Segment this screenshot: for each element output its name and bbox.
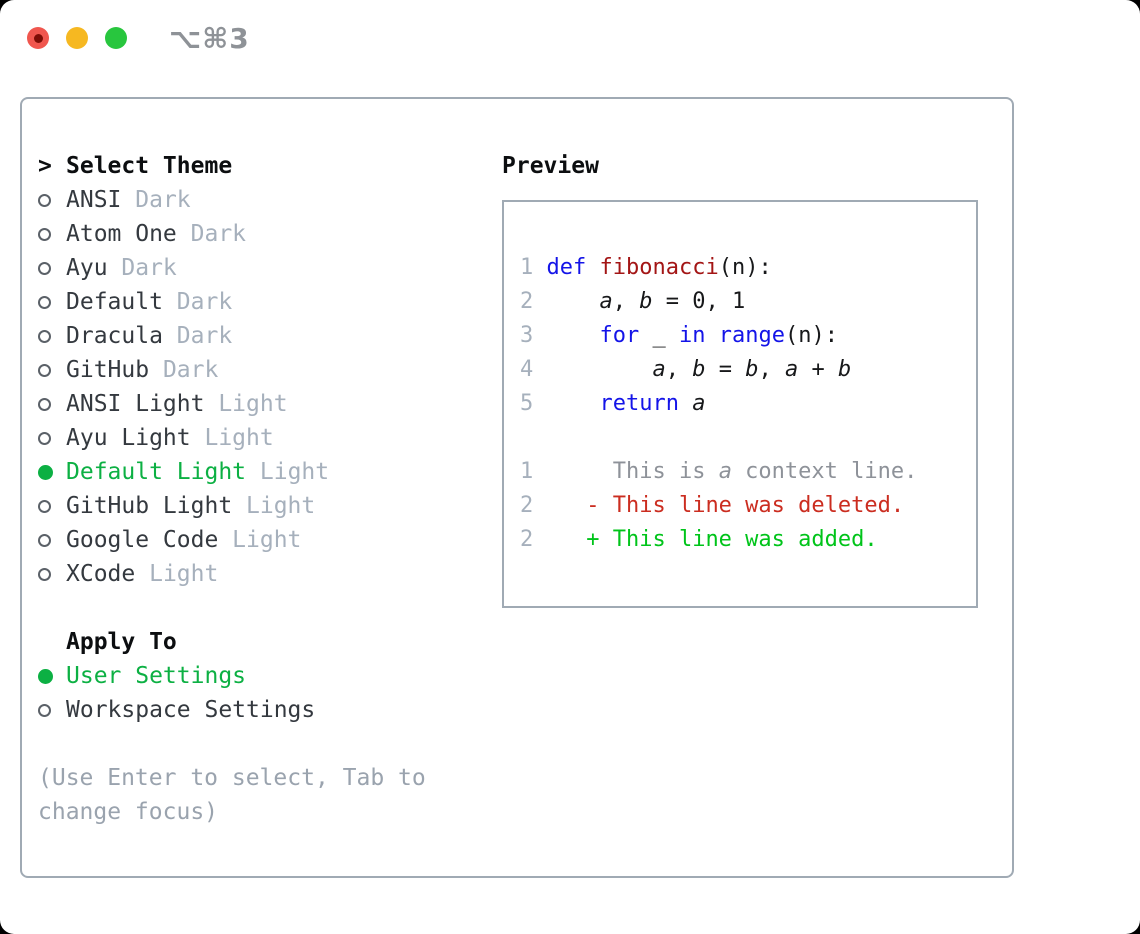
apply-to-title: Apply To (66, 629, 177, 655)
minimize-button[interactable] (66, 27, 88, 49)
radio-icon (38, 464, 53, 480)
option-label: Workspace Settings (66, 697, 316, 723)
option-label: Ayu Light (66, 425, 205, 451)
preview-line: 3 for _ in range(n): (520, 323, 838, 348)
apply-option-user-settings[interactable]: User Settings (38, 659, 478, 693)
radio-icon (38, 227, 51, 241)
option-label: User Settings (66, 663, 247, 689)
radio-icon (38, 567, 51, 581)
theme-option-dracula[interactable]: Dracula Dark (38, 319, 478, 353)
spacer (38, 591, 478, 625)
option-label: Google Code (66, 527, 233, 553)
hint-text: (Use Enter to select, Tab to change focu… (38, 765, 426, 825)
theme-option-xcode[interactable]: XCode Light (38, 557, 478, 591)
option-label: XCode (66, 561, 150, 587)
theme-selector-panel: > Select Theme ANSI Dark Atom One Dark A… (20, 97, 1014, 878)
theme-option-atom-one[interactable]: Atom One Dark (38, 217, 478, 251)
theme-option-default-light[interactable]: Default Light Light (38, 455, 478, 489)
option-label: GitHub Light (66, 493, 247, 519)
spacer (38, 727, 478, 761)
preview-line (520, 421, 976, 455)
option-tag: Dark (135, 187, 191, 213)
preview-line: 5 return a (520, 391, 706, 416)
theme-list-column: > Select Theme ANSI Dark Atom One Dark A… (38, 149, 478, 829)
preview-line: 2 a, b = 0, 1 (520, 289, 746, 314)
radio-icon (38, 533, 51, 547)
preview-line: 1 This is a context line. (520, 459, 918, 484)
radio-icon (38, 329, 51, 343)
radio-icon (38, 363, 51, 377)
preview-title: Preview (502, 153, 599, 179)
option-tag: Light (259, 459, 330, 485)
radio-icon (38, 668, 53, 684)
select-theme-header: > Select Theme (38, 149, 478, 183)
apply-to-list: User Settings Workspace Settings (38, 659, 478, 727)
option-tag: Dark (190, 221, 247, 247)
theme-option-ansi[interactable]: ANSI Dark (38, 183, 478, 217)
window-shortcut-label: ⌥⌘3 (169, 21, 250, 55)
preview-column: Preview 1 def fibonacci(n): 2 a, b = 0, 1… (502, 149, 978, 608)
theme-option-google-code[interactable]: Google Code Light (38, 523, 478, 557)
theme-option-ansi-light[interactable]: ANSI Light Light (38, 387, 478, 421)
theme-option-default[interactable]: Default Dark (38, 285, 478, 319)
option-tag: Light (149, 561, 219, 587)
option-tag: Dark (162, 357, 219, 383)
option-tag: Dark (176, 289, 233, 315)
option-label: ANSI Light (66, 391, 219, 417)
option-tag: Dark (176, 323, 233, 349)
preview-line: 2 - This line was deleted. (520, 493, 905, 518)
radio-icon (38, 397, 51, 411)
maximize-button[interactable] (105, 27, 127, 49)
apply-to-header: Apply To (38, 625, 478, 659)
preview-line: 2 + This line was added. (520, 527, 878, 552)
theme-option-github-light[interactable]: GitHub Light Light (38, 489, 478, 523)
close-dot-icon (33, 33, 43, 43)
radio-icon (38, 295, 51, 309)
option-label: Atom One (66, 221, 191, 247)
theme-option-github[interactable]: GitHub Dark (38, 353, 478, 387)
theme-option-ayu-light[interactable]: Ayu Light Light (38, 421, 478, 455)
radio-icon (38, 499, 51, 513)
option-label: GitHub (66, 357, 163, 383)
radio-icon (38, 703, 51, 717)
radio-icon (38, 193, 51, 207)
option-label: Default (66, 289, 177, 315)
option-label: Default Light (66, 459, 260, 485)
option-tag: Light (204, 425, 274, 451)
option-label: Dracula (66, 323, 177, 349)
option-tag: Light (232, 527, 302, 553)
option-tag: Light (218, 391, 288, 417)
radio-icon (38, 431, 51, 445)
option-label: Ayu (66, 255, 122, 281)
option-tag: Dark (121, 255, 177, 281)
preview-line: 1 def fibonacci(n): (520, 255, 772, 280)
close-button[interactable] (27, 27, 49, 49)
option-tag: Light (246, 493, 316, 519)
preview-line: 4 a, b = b, a + b (520, 357, 852, 382)
radio-icon (38, 261, 51, 275)
prompt-icon: > (38, 153, 52, 179)
apply-option-workspace-settings[interactable]: Workspace Settings (38, 693, 478, 727)
theme-option-ayu[interactable]: Ayu Dark (38, 251, 478, 285)
select-theme-title: Select Theme (66, 153, 233, 179)
theme-list: ANSI Dark Atom One Dark Ayu Dark Default… (38, 183, 478, 591)
option-label: ANSI (66, 187, 136, 213)
titlebar: ⌥⌘3 (27, 22, 250, 55)
preview-code-box: 1 def fibonacci(n): 2 a, b = 0, 1 3 for _ … (502, 200, 978, 608)
